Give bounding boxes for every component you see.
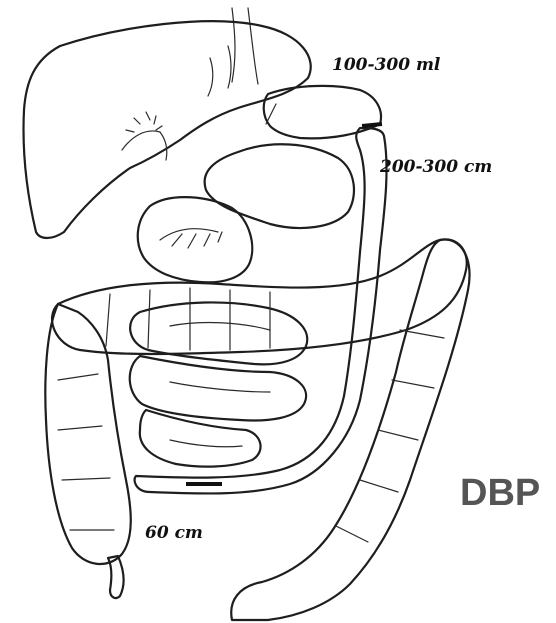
watermark-text: DBP xyxy=(460,472,540,514)
stomach-volume-label: 100-300 ml xyxy=(332,55,441,75)
common-channel-label: 60 cm xyxy=(145,523,203,543)
bypass-limb-label: 200-300 cm xyxy=(379,157,492,177)
anastomosis-mark xyxy=(362,124,382,126)
